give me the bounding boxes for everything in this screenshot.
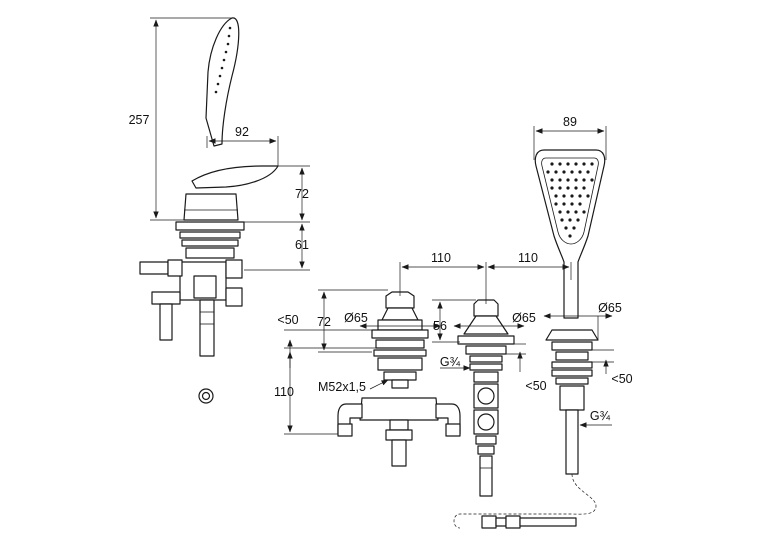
front-mixer: 72 Ø65 <50 110 M52x1,5 [274, 289, 461, 467]
dim-mixer-body: 110 [274, 385, 294, 399]
dim-mixer-diameter: Ø65 [344, 311, 368, 325]
dim-side-reach: 92 [235, 125, 249, 139]
dim-diverter-height: 56 [433, 319, 447, 333]
side-hose-left [159, 303, 173, 341]
mixer-flange [371, 329, 429, 339]
side-nozzles [214, 26, 232, 94]
side-hose-center [199, 299, 215, 357]
side-view: 257 92 72 61 [129, 17, 310, 404]
dim-diverter-diameter: Ø65 [512, 311, 536, 325]
side-hand-shower [205, 17, 240, 147]
shower-holder [545, 329, 599, 341]
dim-mixer-deck: <50 [277, 313, 298, 327]
hose-dashed [453, 473, 597, 529]
dim-mixer-thread: M52x1,5 [318, 380, 366, 394]
mixer-knob [385, 291, 415, 309]
dim-spacing-left: 110 [431, 251, 451, 265]
hose-fitting-center [505, 515, 521, 529]
dim-side-lever: 72 [295, 187, 309, 201]
front-hand-shower: 89 Ø65 <50 G¾ [533, 115, 633, 475]
side-mixer-cap [183, 193, 239, 221]
diverter-flange [457, 335, 515, 345]
dim-side-total: 257 [129, 113, 150, 127]
dim-shower-thread: G¾ [590, 409, 611, 423]
shower-nozzles [546, 162, 594, 238]
dim-diverter-thread: G¾ [440, 355, 461, 369]
hose-fitting-left [481, 515, 497, 529]
dim-mixer-height: 72 [317, 315, 331, 329]
dim-side-lower: 61 [295, 238, 309, 252]
side-deck-flange [175, 221, 245, 231]
front-diverter: 56 Ø65 G¾ <50 [432, 299, 547, 497]
dim-diverter-deck: <50 [525, 379, 546, 393]
dim-spacing-right: 110 [518, 251, 538, 265]
side-lever [191, 165, 279, 189]
mixer-body [359, 397, 439, 421]
mixer-outlet [389, 419, 409, 431]
spacing-dimensions: 110 110 [399, 251, 572, 304]
shower-head [534, 149, 606, 319]
diverter-knob [473, 299, 499, 317]
dim-shower-diameter: Ø65 [598, 301, 622, 315]
hose-connection [453, 473, 597, 529]
dim-head-width: 89 [563, 115, 577, 129]
dim-shower-deck: <50 [611, 372, 632, 386]
shower-hose-pipe [565, 409, 579, 475]
